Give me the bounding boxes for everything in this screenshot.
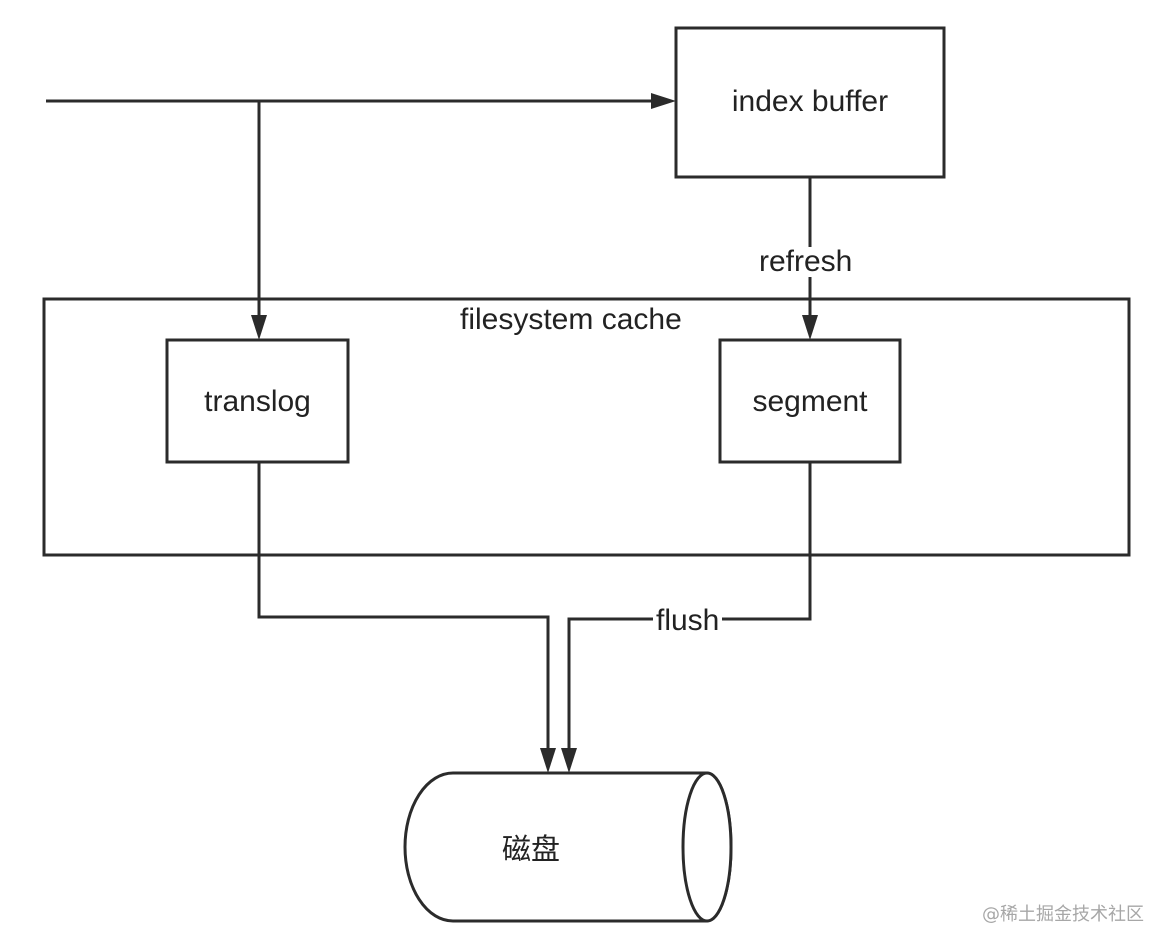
translog-flush-line [257, 462, 550, 750]
watermark: @稀土掘金技术社区 [982, 904, 1144, 925]
refresh-label: refresh [756, 247, 856, 277]
segment-box [718, 338, 902, 464]
segment-arrowhead [802, 315, 818, 340]
translog-box [165, 338, 350, 464]
translog-disk-arrowhead [540, 748, 556, 773]
filesystem-cache-label: filesystem cache [460, 303, 682, 336]
segment-label: segment [752, 385, 868, 418]
disk-label: 磁盘 [502, 832, 561, 866]
index-buffer-arrowhead [651, 93, 676, 109]
index-buffer-label: index buffer [731, 85, 889, 118]
translog-arrowhead [251, 315, 267, 340]
segment-disk-arrowhead [561, 748, 577, 773]
index-buffer-box [674, 26, 946, 179]
translog-label: translog [204, 385, 311, 418]
flush-label: flush [653, 606, 723, 636]
disk-cylinder-cap [681, 771, 733, 923]
